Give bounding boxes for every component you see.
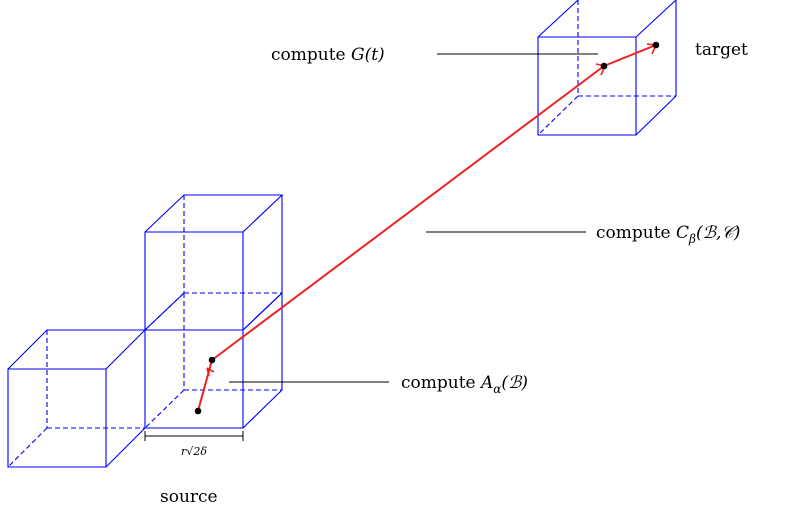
target-label: target <box>695 40 748 60</box>
source-cube-left <box>7 329 146 468</box>
source-center-point <box>208 356 216 364</box>
dimension-marker: r√2δ <box>144 431 244 458</box>
source-cube-top <box>144 194 284 331</box>
arrow-head-1 <box>206 367 215 377</box>
path-segment-source <box>197 359 213 412</box>
compute-c-label: compute Cβ(ℬ,𝒞) <box>596 223 740 246</box>
path-segment-main <box>211 65 605 361</box>
target-cube <box>537 0 677 136</box>
path-segment-target <box>603 44 657 67</box>
compute-g-label: compute G(t) <box>271 45 385 65</box>
target-point <box>652 41 660 49</box>
interaction-path <box>197 43 658 412</box>
compute-a-label: compute Aα(ℬ) <box>401 373 528 396</box>
dimension-label: r√2δ <box>181 445 207 458</box>
source-label: source <box>160 487 218 507</box>
source-point <box>194 407 202 415</box>
target-center-point <box>600 62 608 70</box>
